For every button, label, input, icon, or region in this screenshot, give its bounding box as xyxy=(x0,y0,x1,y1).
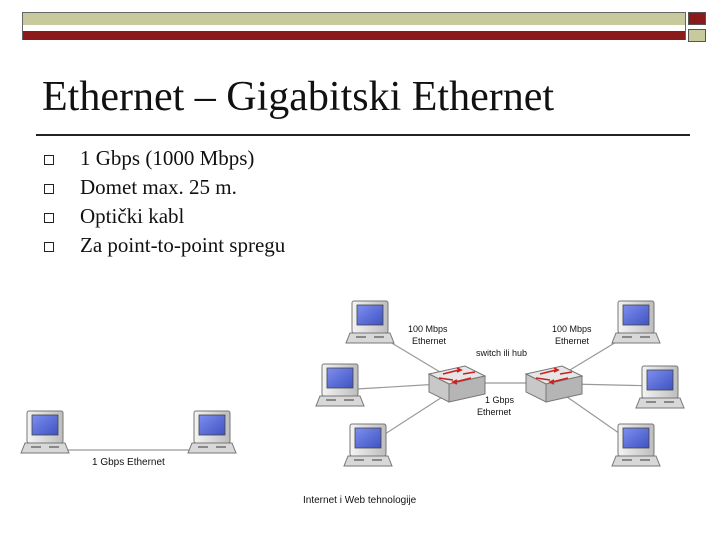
computer-icon xyxy=(345,300,395,344)
title-underline xyxy=(36,134,690,136)
bullet-item: Domet max. 25 m. xyxy=(44,173,285,202)
slide-title: Ethernet – Gigabitski Ethernet xyxy=(42,74,555,120)
slide-footer: Internet i Web tehnologije xyxy=(303,495,417,506)
bullet-text: 1 Gbps (1000 Mbps) xyxy=(80,146,255,170)
olive-band xyxy=(23,13,685,25)
bullet-text: Za point-to-point spregu xyxy=(80,233,286,257)
bullet-text: Domet max. 25 m. xyxy=(80,175,237,199)
bullet-text: Optički kabl xyxy=(80,204,185,228)
switch-label: switch ili hub xyxy=(476,348,527,358)
computer-icon xyxy=(315,363,365,407)
computer-icon xyxy=(611,300,661,344)
computer-icon xyxy=(20,410,70,454)
square-bullet-icon xyxy=(44,184,54,194)
corner-square-olive xyxy=(688,29,706,42)
computer-icon xyxy=(635,365,685,409)
right-link-label-line1: 100 Mbps xyxy=(552,324,592,334)
left-link-label-line1: 100 Mbps xyxy=(408,324,448,334)
maroon-band xyxy=(23,31,685,40)
computer-icon xyxy=(611,423,661,467)
gigabit-link-label: 1 Gbps Ethernet xyxy=(92,457,165,468)
switch-icon xyxy=(428,365,486,403)
computer-icon xyxy=(187,410,237,454)
corner-decoration xyxy=(688,12,708,42)
trunk-label-line1: 1 Gbps xyxy=(485,395,515,405)
trunk-label-line2: Ethernet xyxy=(477,407,512,417)
left-link-label-line2: Ethernet xyxy=(412,336,447,346)
right-link-label-line2: Ethernet xyxy=(555,336,590,346)
bullet-item: 1 Gbps (1000 Mbps) xyxy=(44,144,285,173)
corner-square-maroon xyxy=(688,12,706,25)
computer-icon xyxy=(343,423,393,467)
square-bullet-icon xyxy=(44,213,54,223)
square-bullet-icon xyxy=(44,155,54,165)
switch-icon xyxy=(525,365,583,403)
top-decoration-bar xyxy=(22,12,686,40)
bullet-list: 1 Gbps (1000 Mbps) Domet max. 25 m. Opti… xyxy=(44,144,285,260)
square-bullet-icon xyxy=(44,242,54,252)
bullet-item: Za point-to-point spregu xyxy=(44,231,285,260)
bullet-item: Optički kabl xyxy=(44,202,285,231)
